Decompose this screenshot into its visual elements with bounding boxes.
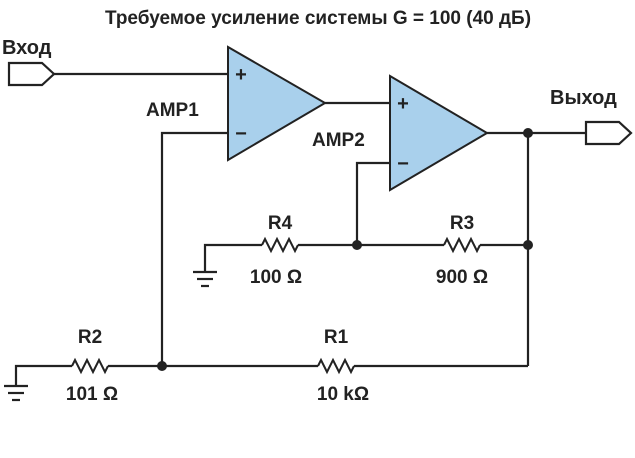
output-port-icon [584, 120, 633, 146]
r1-name: R1 [324, 327, 349, 348]
diagram-title: Требуемое усиление системы G = 100 (40 д… [105, 8, 531, 29]
r1-value: 10 kΩ [317, 384, 369, 405]
junction-dot [352, 240, 362, 250]
resistor-r3 [443, 236, 481, 254]
ground-icon [4, 384, 28, 402]
resistor-r4 [261, 236, 299, 254]
amp1-label: AMP1 [146, 100, 199, 121]
r4-value: 100 Ω [250, 267, 302, 288]
ground-icon [193, 270, 217, 288]
amp1-triangle [227, 45, 327, 162]
junction-dot [523, 128, 533, 138]
amp1-plus-sign: + [235, 64, 247, 86]
amp2-triangle [389, 74, 489, 192]
output-label: Выход [550, 87, 617, 109]
input-port-icon [7, 61, 56, 87]
input-label: Вход [2, 37, 52, 59]
r3-value: 900 Ω [436, 267, 488, 288]
r2-value: 101 Ω [66, 384, 118, 405]
resistor-r2 [71, 357, 109, 375]
r2-name: R2 [78, 327, 102, 348]
wire-amp2-minus [355, 161, 390, 245]
resistor-r1 [317, 357, 355, 375]
wire-amp1-feedback [160, 131, 228, 366]
wire-r2-left [14, 364, 72, 386]
wire-r4-left [203, 243, 262, 272]
junction-dot [157, 361, 167, 371]
amp2-label: AMP2 [312, 130, 365, 151]
r3-name: R3 [450, 213, 474, 234]
junction-dot [523, 240, 533, 250]
amp2-minus-sign: − [397, 153, 409, 175]
amp2-plus-sign: + [397, 93, 409, 115]
amp1-minus-sign: − [235, 123, 247, 145]
r4-name: R4 [268, 213, 293, 234]
